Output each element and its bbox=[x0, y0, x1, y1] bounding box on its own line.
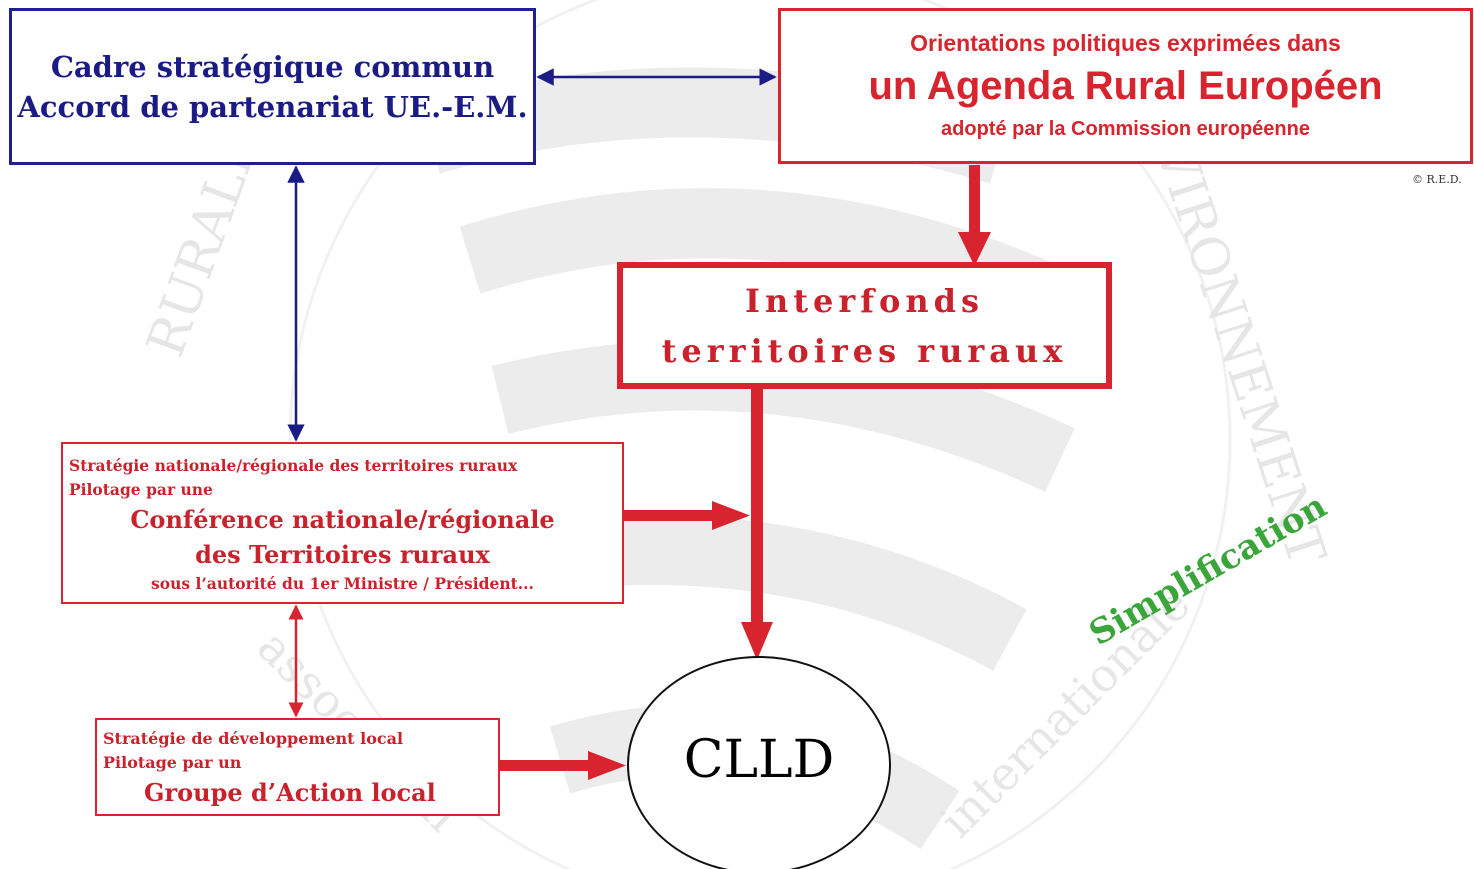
local-line-2: Pilotage par un bbox=[103, 753, 242, 772]
interfonds-line-1: Interfonds bbox=[745, 281, 984, 320]
arrow-interfonds-clld-head bbox=[741, 622, 773, 660]
agenda-rural-box: Orientations politiques exprimées dans u… bbox=[778, 8, 1473, 164]
national-line-2: Pilotage par une bbox=[69, 480, 213, 499]
local-line-1: Stratégie de développement local bbox=[103, 729, 404, 748]
interfonds-line-2: territoires ruraux bbox=[661, 331, 1068, 370]
copyright-label: © R.E.D. bbox=[1412, 173, 1462, 186]
agenda-line-1: Orientations politiques exprimées dans bbox=[910, 30, 1341, 56]
national-line-3: Conférence nationale/régionale bbox=[130, 505, 555, 534]
arrow-interfonds-clld-shaft bbox=[751, 389, 763, 624]
cadre-line-2: Accord de partenariat UE.-E.M. bbox=[17, 89, 528, 124]
cadre-strategique-box: Cadre stratégique commun Accord de parte… bbox=[9, 8, 536, 165]
clld-ellipse bbox=[627, 656, 891, 869]
arrow-local-clld-shaft bbox=[500, 760, 590, 771]
arrow-national-clld-shaft bbox=[624, 510, 714, 521]
arrow-agenda-interfonds-shaft bbox=[969, 165, 980, 233]
arrow-agenda-interfonds-head bbox=[958, 232, 991, 266]
strategie-nationale-box: Stratégie nationale/régionale des territ… bbox=[61, 442, 624, 604]
national-line-1: Stratégie nationale/régionale des territ… bbox=[69, 456, 518, 475]
agenda-line-3: adopté par la Commission européenne bbox=[941, 118, 1310, 140]
local-line-3: Groupe d’Action local bbox=[144, 778, 436, 807]
arrow-local-clld-head bbox=[588, 751, 626, 780]
clld-label: CLLD bbox=[683, 730, 835, 790]
cadre-line-1: Cadre stratégique commun bbox=[50, 49, 495, 84]
interfonds-box: Interfonds territoires ruraux bbox=[617, 262, 1112, 389]
strategie-locale-box: Stratégie de développement local Pilotag… bbox=[95, 718, 500, 816]
agenda-line-2: un Agenda Rural Européen bbox=[868, 64, 1383, 108]
national-line-5: sous l’autorité du 1er Ministre / Présid… bbox=[151, 574, 534, 593]
national-line-4: des Territoires ruraux bbox=[195, 540, 490, 569]
arrow-national-clld-head bbox=[712, 501, 750, 530]
